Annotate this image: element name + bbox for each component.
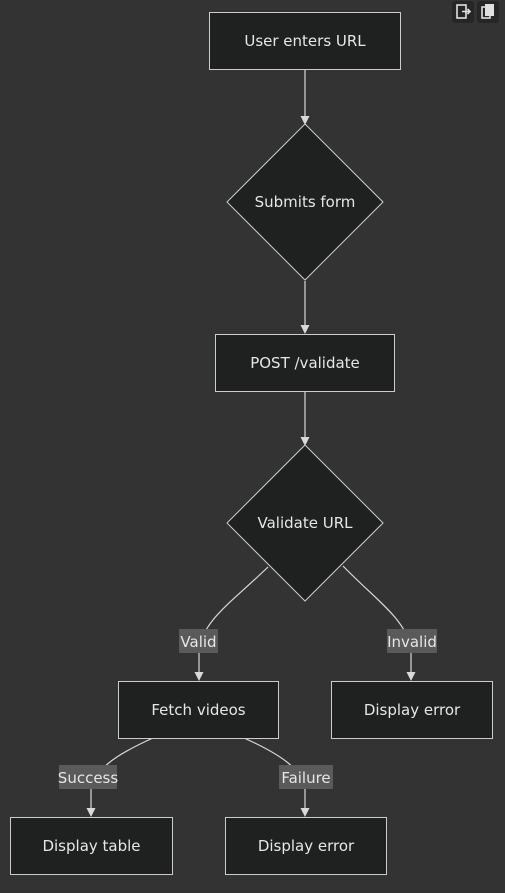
edge-label-text: Invalid (387, 633, 437, 651)
edge-label-failure: Failure (279, 765, 333, 789)
node-display-error-failure: Display error (225, 817, 387, 875)
node-label: Display error (258, 837, 355, 855)
node-post-validate: POST /validate (215, 334, 395, 392)
node-display-error-invalid: Display error (331, 681, 493, 739)
arrow-head (406, 672, 416, 681)
node-user-enters-url: User enters URL (209, 12, 401, 70)
decision-diamond (226, 444, 384, 602)
node-fetch-videos: Fetch videos (118, 681, 279, 739)
arrow-head (194, 672, 204, 681)
edge-label-invalid: Invalid (387, 629, 437, 653)
edge-label-success: Success (58, 765, 119, 789)
node-label: Display error (364, 701, 461, 719)
node-box (209, 12, 401, 70)
arrow-head (300, 437, 310, 446)
edge-label-valid: Valid (179, 629, 218, 653)
copy-icon (481, 4, 494, 19)
node-label: Fetch videos (151, 701, 245, 719)
arrow-head (300, 116, 310, 125)
edge-label-background (59, 765, 117, 789)
node-label: Validate URL (258, 514, 354, 532)
export-button[interactable] (452, 1, 474, 23)
decision-diamond (226, 123, 384, 281)
edge-label-background (279, 765, 333, 789)
node-label: Submits form (255, 193, 356, 211)
node-box (331, 681, 493, 739)
edge-label-text: Valid (180, 633, 216, 651)
node-label: User enters URL (244, 32, 366, 50)
node-submits-form: Submits form (226, 123, 384, 281)
node-box (10, 817, 173, 875)
node-box (215, 334, 395, 392)
node-display-table: Display table (10, 817, 173, 875)
node-label: POST /validate (250, 354, 360, 372)
arrow-head (300, 808, 310, 817)
node-label: Display table (42, 837, 140, 855)
edge-label-text: Success (58, 769, 119, 787)
edge-label-background (387, 629, 437, 653)
node-box (118, 681, 279, 739)
arrow-head (86, 808, 96, 817)
edge-label-text: Failure (281, 769, 330, 787)
arrow-head (300, 325, 310, 334)
edge-validate-to-error (342, 565, 412, 674)
edge-label-background (179, 629, 218, 653)
node-box (225, 817, 387, 875)
edge-validate-to-fetch (198, 566, 269, 674)
copy-button[interactable] (477, 1, 499, 23)
node-validate-url: Validate URL (226, 444, 384, 602)
export-icon (456, 4, 472, 19)
